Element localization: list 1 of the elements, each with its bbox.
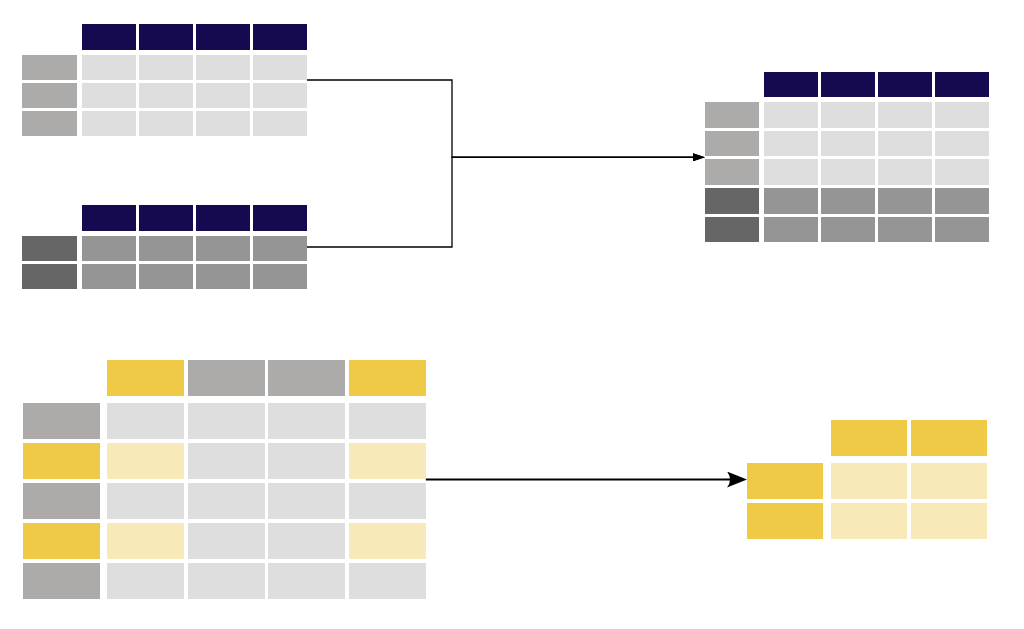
arrow xyxy=(306,153,705,248)
